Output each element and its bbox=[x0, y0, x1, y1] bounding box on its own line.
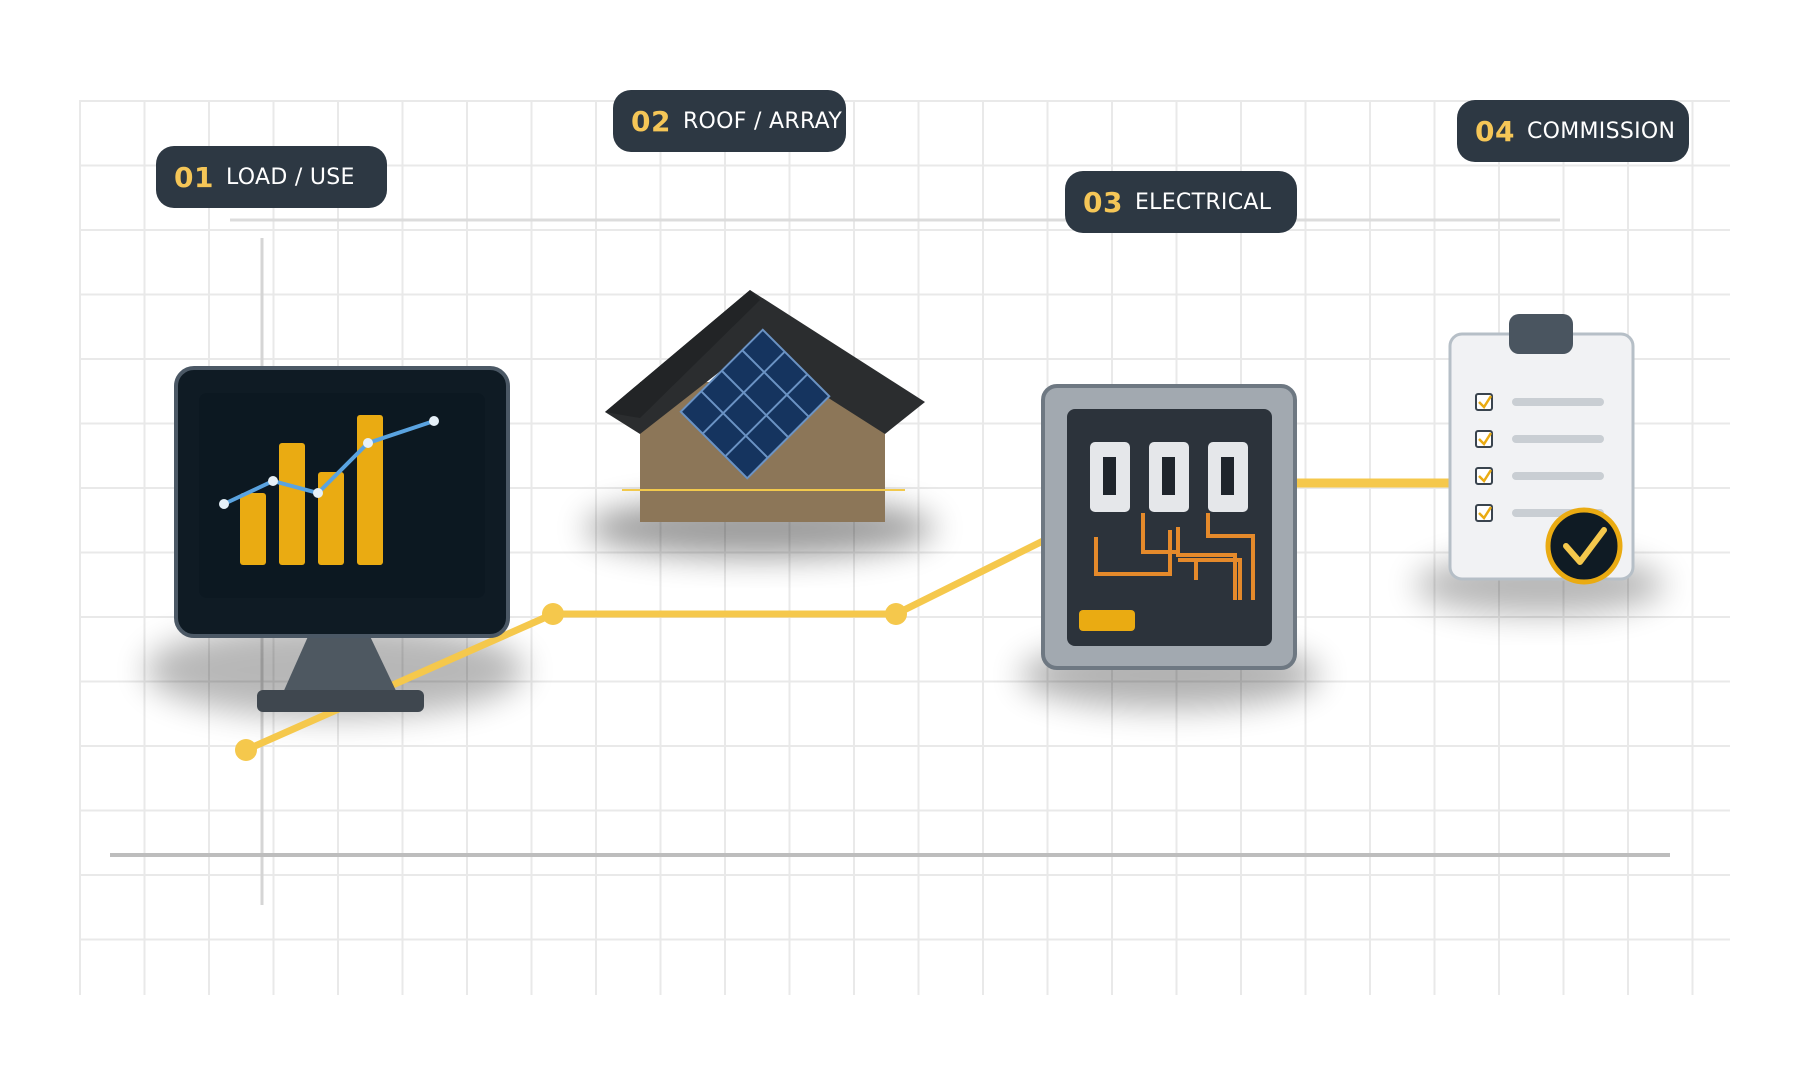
panel-indicator bbox=[1079, 610, 1135, 631]
chart-bar bbox=[240, 493, 266, 565]
checkbox-icon bbox=[1475, 393, 1493, 411]
step-label-commission: 04 COMMISSION bbox=[1457, 100, 1689, 162]
step-label-roof-array: 02 ROOF / ARRAY bbox=[613, 90, 846, 152]
connector-path bbox=[235, 478, 1455, 761]
electrical-panel-icon bbox=[1041, 384, 1297, 670]
solar-panel bbox=[679, 328, 831, 480]
chart-bar bbox=[357, 415, 383, 565]
step-number: 04 bbox=[1475, 114, 1515, 148]
clipboard-check-icon bbox=[1448, 314, 1635, 585]
step-title: ROOF / ARRAY bbox=[682, 108, 843, 134]
step-title: COMMISSION bbox=[1526, 118, 1676, 144]
checkbox-icon bbox=[1475, 430, 1493, 448]
checklist-item bbox=[1475, 467, 1604, 485]
chart-bar bbox=[318, 472, 344, 565]
step-number: 02 bbox=[631, 104, 671, 138]
approved-check-icon bbox=[1545, 507, 1623, 585]
chart-bar bbox=[279, 443, 305, 565]
checklist-item bbox=[1475, 430, 1604, 448]
path-node bbox=[542, 603, 564, 625]
monitor-chart-icon bbox=[174, 366, 510, 712]
house-solar-panel-icon bbox=[605, 290, 925, 522]
checkbox-icon bbox=[1475, 467, 1493, 485]
path-node bbox=[885, 603, 907, 625]
step-title: ELECTRICAL bbox=[1134, 189, 1272, 215]
checklist-item bbox=[1475, 393, 1604, 411]
step-number: 03 bbox=[1083, 185, 1123, 219]
breaker-switches bbox=[1090, 442, 1248, 512]
path-node bbox=[235, 739, 257, 761]
step-title: LOAD / USE bbox=[225, 164, 355, 190]
step-label-load-use: 01 LOAD / USE bbox=[156, 146, 387, 208]
step-number: 01 bbox=[174, 160, 214, 194]
checkbox-icon bbox=[1475, 504, 1493, 522]
wiring-icon bbox=[1094, 513, 1255, 600]
step-label-electrical: 03 ELECTRICAL bbox=[1065, 171, 1297, 233]
